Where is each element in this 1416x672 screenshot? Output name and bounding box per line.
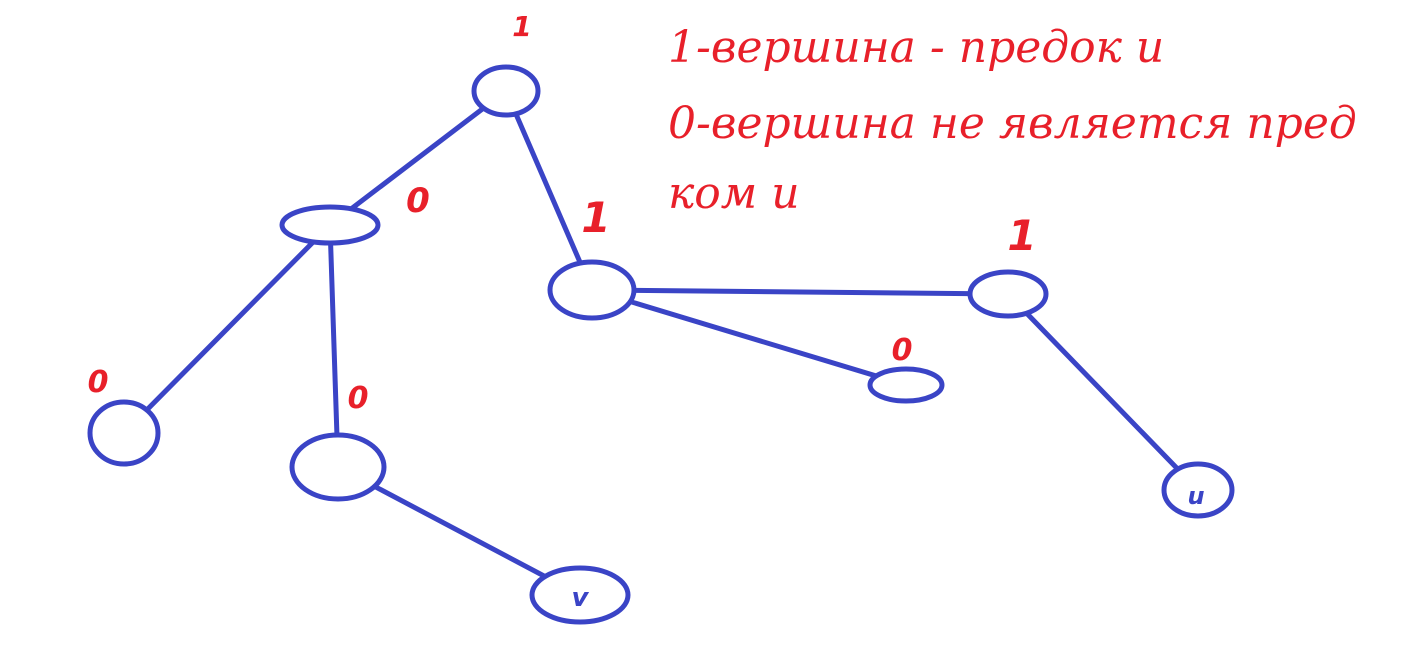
edge-center-to-right <box>589 287 1011 297</box>
edge-right-to-u <box>1005 291 1201 493</box>
note-line-3: ком u <box>668 168 800 219</box>
node-mark-center: 1 <box>581 193 610 242</box>
node-mark-top: 1 <box>512 10 531 43</box>
node-mark-right: 1 <box>1007 211 1036 260</box>
node-mark-u: u <box>1187 482 1204 510</box>
nodes-layer <box>87 64 1235 625</box>
node-mark-v: v <box>572 583 590 613</box>
node-mark-bottom-left: 0 <box>88 365 109 400</box>
node-mid-left <box>279 204 381 246</box>
node-mark-lower-mid: 0 <box>348 381 369 416</box>
node-small-right <box>867 366 945 404</box>
node-u <box>1161 461 1235 519</box>
edge-top-to-center <box>503 88 595 293</box>
edge-top-to-mid-left <box>327 88 509 228</box>
edge-mid-left-to-lower-mid <box>327 222 341 470</box>
node-v <box>529 565 631 625</box>
node-mark-mid-left: 0 <box>406 181 430 221</box>
edge-center-to-small-right <box>589 287 909 388</box>
node-top <box>471 64 541 118</box>
edge-lower-mid-to-v <box>335 464 583 598</box>
node-marks-layer: 1 0 1 1 0 0 0 v u <box>88 10 1205 613</box>
node-bottom-left <box>87 399 161 467</box>
note-line-2: 0-вершина не является пред <box>668 98 1357 149</box>
note-line-1: 1-вершина - предок u <box>668 22 1164 73</box>
node-center <box>547 259 637 321</box>
edge-mid-left-to-bottom-left <box>121 222 333 436</box>
edges-layer <box>121 88 1201 598</box>
node-lower-mid <box>289 432 387 502</box>
annotation-note: 1-вершина - предок u 0-вершина не являет… <box>668 22 1357 219</box>
node-right <box>967 269 1049 319</box>
node-mark-small-right: 0 <box>892 333 913 368</box>
